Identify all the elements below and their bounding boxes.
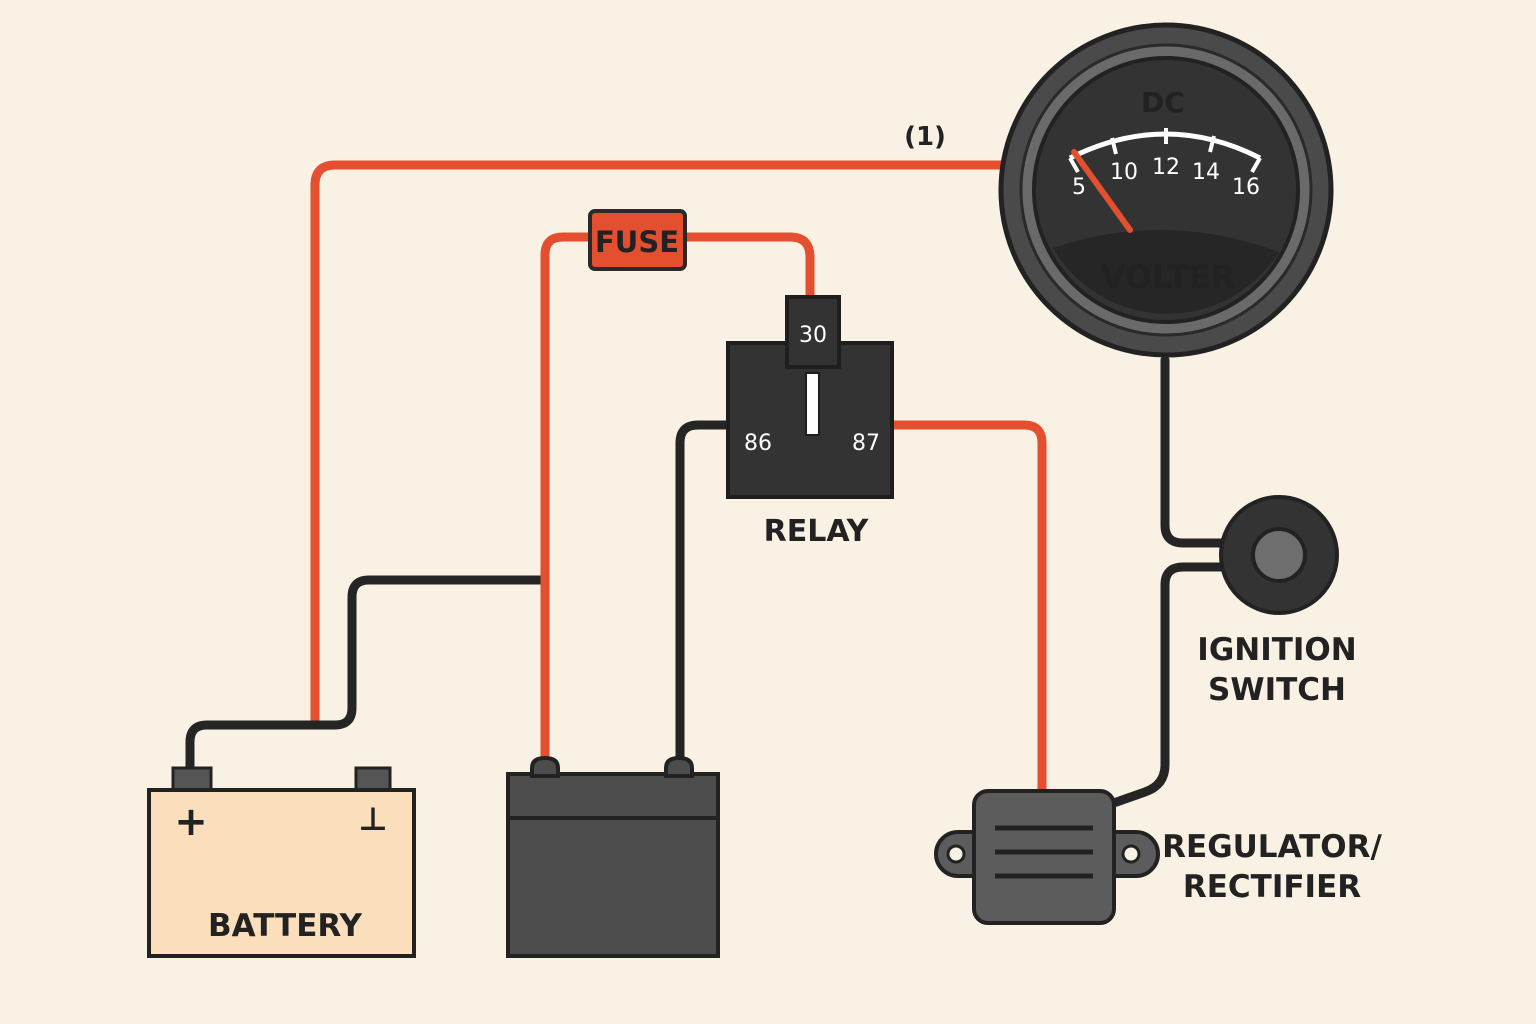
wire-relay-86 xyxy=(675,420,735,765)
ignition-switch xyxy=(1219,495,1339,615)
wire-ignition-to-regulator xyxy=(1103,562,1230,810)
gauge-scale-14: 14 xyxy=(1192,160,1220,185)
relay: 30 86 87 xyxy=(726,295,894,499)
gauge-scale-16: 16 xyxy=(1232,175,1260,200)
second-battery xyxy=(506,755,720,958)
relay-label: RELAY xyxy=(764,514,870,549)
wire-relay-87 xyxy=(885,420,1047,797)
regulator-rectifier xyxy=(934,789,1160,925)
gauge-scale-12: 12 xyxy=(1152,155,1180,180)
wire-marker-label: (1) xyxy=(904,122,946,152)
battery-label: BATTERY xyxy=(208,908,363,944)
ignition-label-line1: IGNITION xyxy=(1197,632,1356,668)
battery-plus-symbol: + xyxy=(174,799,208,845)
volter-gauge: DC 5 10 12 14 16 VOLTER xyxy=(998,22,1334,358)
gauge-needle xyxy=(1071,149,1133,233)
battery: + ⊥ BATTERY xyxy=(147,766,416,958)
gauge-lower-panel xyxy=(1053,229,1279,314)
regulator-label-line2: RECTIFIER xyxy=(1183,869,1361,905)
gauge-ticks xyxy=(1068,128,1262,173)
ignition-label-line2: SWITCH xyxy=(1208,672,1346,708)
relay-pin-30: 30 xyxy=(799,323,827,348)
relay-pin-87: 87 xyxy=(852,431,880,456)
gauge-scale-10: 10 xyxy=(1110,160,1138,185)
relay-pin-86: 86 xyxy=(744,431,772,456)
wire-battery-to-volter xyxy=(310,160,1010,725)
battery-minus-symbol: ⊥ xyxy=(358,800,387,838)
gauge-unit: DC xyxy=(1141,86,1185,119)
regulator-label-line1: REGULATOR/ xyxy=(1162,829,1382,865)
gauge-name: VOLTER xyxy=(1101,258,1236,296)
wire-battery-ground xyxy=(185,575,548,775)
fuse-label: FUSE xyxy=(595,225,679,259)
gauge-scale-5: 5 xyxy=(1072,175,1086,200)
wire-volter-to-ignition xyxy=(1160,355,1230,548)
fuse: FUSE xyxy=(588,209,687,271)
